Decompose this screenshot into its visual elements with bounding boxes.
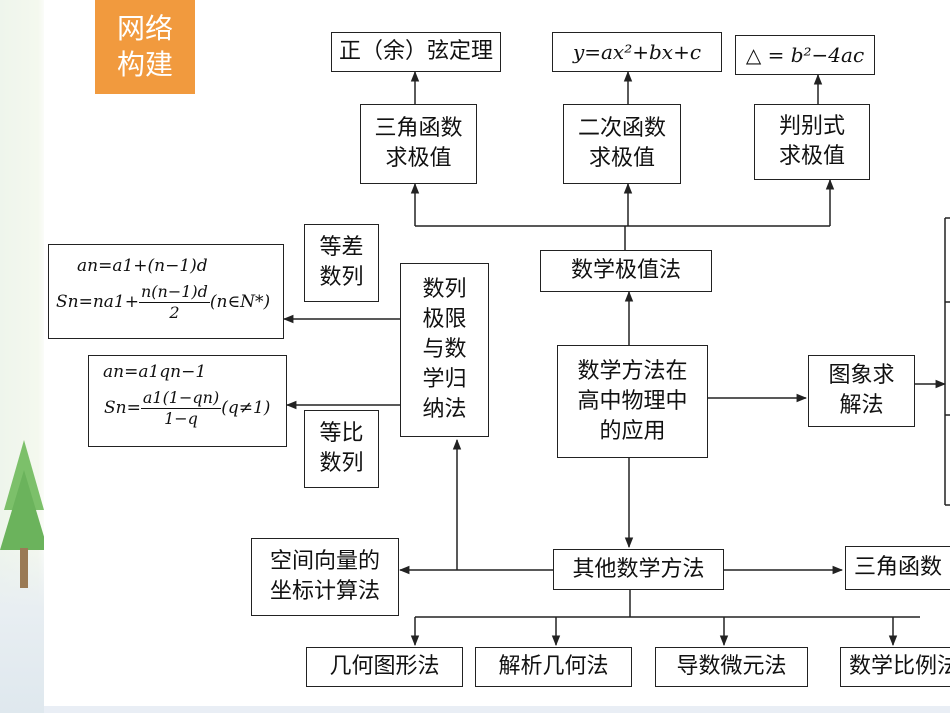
badge-line-1: 网络 (116, 12, 173, 45)
geometric-label-box: 等比 数列 (304, 410, 379, 488)
sequence-limit-box: 数列 极限 与数 学归 纳法 (400, 263, 489, 437)
proportion-method-box: 数学比例法 (840, 647, 950, 687)
geo-sn-prefix: Sn= (104, 398, 141, 418)
bottom-bar (44, 706, 950, 713)
arith-sn-numerator: n(n−1)d (138, 282, 210, 303)
quadratic-extreme-box: 二次函数 求极值 (563, 104, 681, 184)
geo-sn-numerator: a1(1−qn) (140, 388, 222, 409)
discriminant-extreme-box: 判别式 求极值 (754, 104, 870, 180)
geo-sn-suffix: (q≠1) (221, 398, 271, 418)
arith-sn-denominator: 2 (169, 303, 180, 322)
arith-sn-suffix: (n∈N*) (209, 292, 271, 312)
geometric-an-formula: an=a1qn−1 (103, 362, 207, 382)
section-badge: 网络 构建 (95, 0, 195, 94)
geometric-formula-box (88, 355, 287, 447)
geo-sn-fraction: a1(1−qn)1−q (140, 388, 222, 429)
trig-function-partial-box: 三角函数 (845, 546, 950, 590)
trig-theorem-box: 正（余）弦定理 (331, 32, 501, 72)
analytic-geometry-box: 解析几何法 (475, 647, 632, 687)
arithmetic-label-box: 等差 数列 (304, 224, 379, 302)
arith-sn-prefix: Sn=na1+ (56, 292, 139, 312)
geometric-sn-formula: Sn=a1(1−qn)1−q(q≠1) (104, 388, 270, 429)
graph-method-box: 图象求 解法 (808, 355, 915, 427)
derivative-method-box: 导数微元法 (655, 647, 808, 687)
quadratic-formula-box: y=ax²+bx+c (552, 32, 722, 72)
tree-decoration (0, 440, 48, 588)
extreme-method-box: 数学极值法 (540, 250, 712, 292)
geo-sn-denominator: 1−q (164, 409, 198, 428)
vector-method-box: 空间向量的 坐标计算法 (251, 538, 399, 616)
main-topic-box: 数学方法在 高中物理中 的应用 (557, 345, 708, 458)
badge-line-2: 构建 (116, 48, 173, 81)
discriminant-formula-box: △ = b²−4ac (735, 35, 875, 75)
arithmetic-an-formula: an=a1+(n−1)d (77, 256, 208, 276)
other-methods-box: 其他数学方法 (553, 549, 724, 590)
geometry-method-box: 几何图形法 (306, 647, 463, 687)
arithmetic-formula-box (48, 244, 284, 339)
trig-extreme-box: 三角函数 求极值 (360, 104, 477, 184)
